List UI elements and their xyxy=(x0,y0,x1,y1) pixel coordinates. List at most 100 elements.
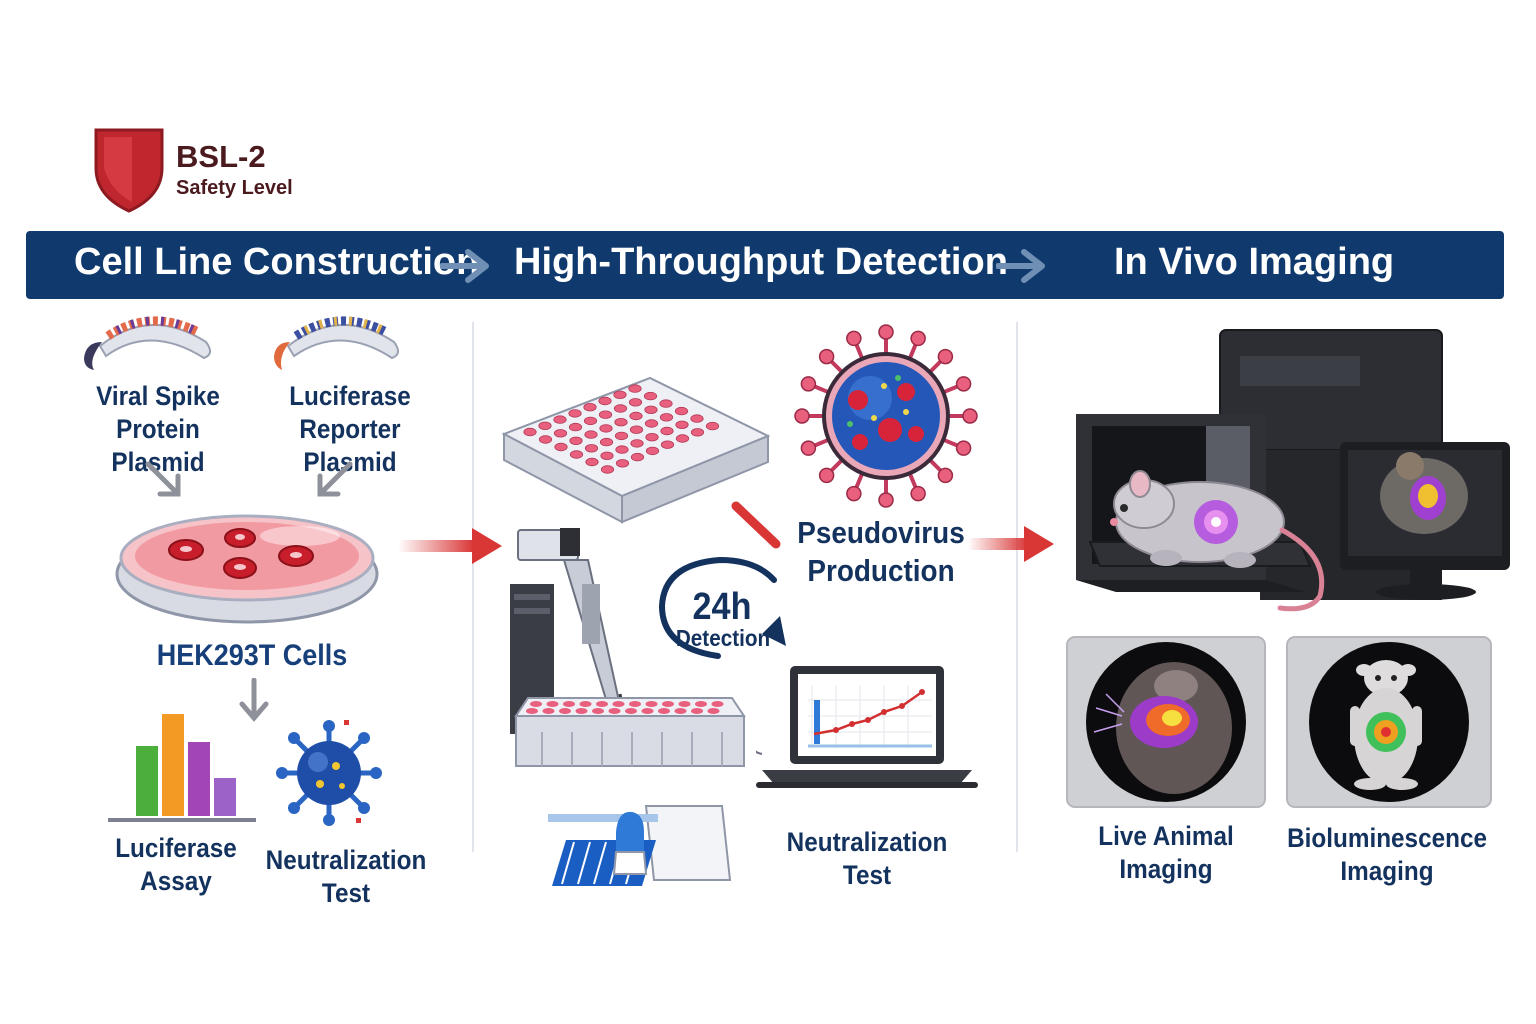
virus-spike-tip xyxy=(937,467,954,484)
stage-high-throughput-detection: High-Throughput Detection xyxy=(514,241,1008,283)
plate-well xyxy=(568,409,582,418)
plate-well xyxy=(659,399,673,408)
plate-well xyxy=(613,404,628,413)
detection-time-caption: Detection xyxy=(675,625,771,651)
plate-well xyxy=(614,418,628,427)
plate-well xyxy=(538,435,553,444)
plate-well xyxy=(600,451,614,460)
plate-well xyxy=(675,434,690,443)
plate-well xyxy=(596,701,608,707)
plate-well xyxy=(579,701,592,707)
virus-spike-tip xyxy=(878,492,894,508)
plate-well xyxy=(662,701,674,707)
section-divider xyxy=(1016,322,1018,852)
petri-dish-icon xyxy=(115,514,379,624)
plate-well xyxy=(711,701,724,707)
imaging-system-icon xyxy=(1076,329,1510,612)
plate-well xyxy=(678,701,691,707)
plate-well xyxy=(660,426,674,436)
laptop-icon xyxy=(756,666,978,788)
sample-reader-icon xyxy=(548,805,732,886)
plate-well xyxy=(569,436,583,446)
plate-well xyxy=(628,384,642,393)
plate-well xyxy=(583,416,598,426)
virus-spike-tip xyxy=(846,330,862,347)
plate-well xyxy=(600,465,615,474)
bioluminescence-image xyxy=(1286,636,1492,808)
plate-well xyxy=(615,459,630,468)
plate-well xyxy=(690,428,705,437)
virus-icon xyxy=(276,720,382,826)
plate-well xyxy=(691,708,703,714)
plate-well xyxy=(599,424,613,433)
virus-spike-tip xyxy=(818,467,835,484)
plate-well xyxy=(584,444,599,453)
bar-chart-icon xyxy=(108,714,256,822)
plate-well xyxy=(645,433,659,442)
plate-well xyxy=(523,427,537,437)
plate-well xyxy=(659,413,674,422)
plate-well xyxy=(542,708,555,714)
virus-spike-tip xyxy=(937,348,954,365)
plate-well xyxy=(705,421,720,431)
plate-well xyxy=(569,450,584,459)
plate-well xyxy=(707,708,720,714)
live-animal-image xyxy=(1066,636,1266,808)
virus-spike-tip xyxy=(962,408,978,424)
plate-well xyxy=(583,403,597,412)
plate-well xyxy=(612,701,625,707)
flow-arrow-icon xyxy=(968,526,1054,562)
plate-well xyxy=(674,708,687,714)
plate-well xyxy=(675,420,689,429)
plate-well xyxy=(645,446,660,456)
plate-well xyxy=(553,429,568,438)
red-link-icon xyxy=(731,501,781,549)
virus-spike-tip xyxy=(910,330,926,347)
plate-well xyxy=(615,445,629,454)
stage-in-vivo-imaging: In Vivo Imaging xyxy=(1114,241,1395,283)
plate-well xyxy=(625,708,637,714)
plate-well xyxy=(553,415,567,424)
plate-well xyxy=(630,452,645,462)
virus-spike-tip xyxy=(800,376,817,392)
plate-well xyxy=(592,708,604,714)
plate-well xyxy=(630,439,644,448)
luciferase-plasmid-icon xyxy=(274,316,399,370)
plate-well xyxy=(568,422,583,432)
plate-well xyxy=(559,708,571,714)
plate-well xyxy=(613,390,627,399)
plate-well xyxy=(660,440,675,449)
plate-well xyxy=(538,421,552,430)
plate-well xyxy=(599,437,614,447)
virus-spike-tip xyxy=(846,485,862,502)
plate-well xyxy=(575,708,588,714)
spike-plasmid-icon xyxy=(84,316,211,370)
section-divider xyxy=(472,322,474,852)
plate-well xyxy=(643,391,658,401)
microplate-icon xyxy=(514,697,746,767)
plate-well xyxy=(629,411,643,421)
plate-well xyxy=(554,442,568,452)
safety-level-title: BSL-2 xyxy=(176,139,266,174)
well-plate-icon xyxy=(501,376,771,524)
safety-level-caption: Safety Level xyxy=(176,177,293,199)
pseudovirus-icon xyxy=(794,324,978,508)
virus-spike-tip xyxy=(878,324,894,340)
plate-well xyxy=(614,431,629,441)
plate-well xyxy=(585,457,599,467)
banner-arrow-icon xyxy=(440,249,489,283)
virus-spike-tip xyxy=(955,440,972,456)
arrow-down-icon xyxy=(239,678,269,722)
plate-well xyxy=(598,396,612,406)
virus-spike-tip xyxy=(794,408,810,424)
virus-spike-tip xyxy=(910,485,926,502)
plate-well xyxy=(645,701,658,707)
plate-well xyxy=(641,708,654,714)
plate-well xyxy=(628,398,643,407)
plate-well xyxy=(608,708,621,714)
